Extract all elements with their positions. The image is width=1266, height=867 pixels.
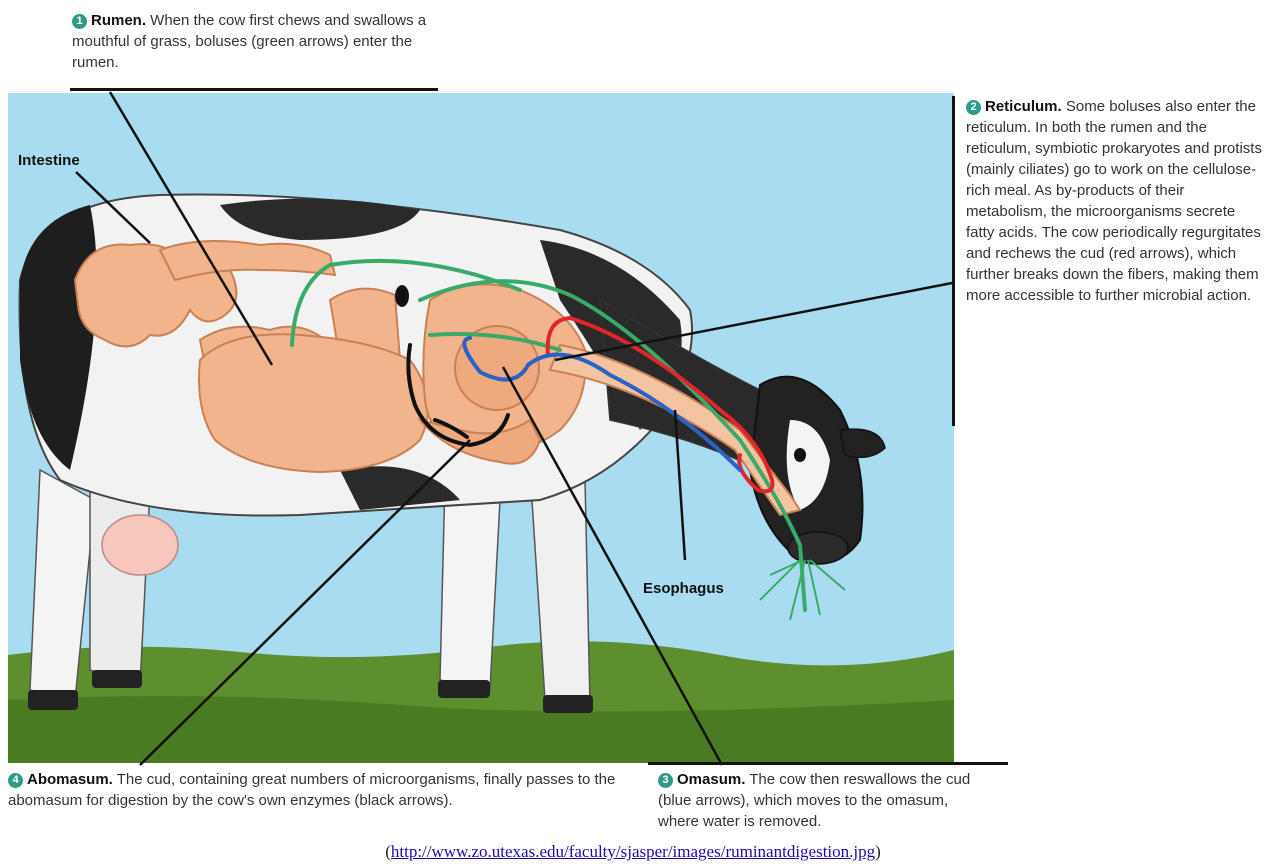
intestine-label: Intestine <box>18 152 80 169</box>
number-3-badge: 3 <box>658 773 673 788</box>
source-citation: (http://www.zo.utexas.edu/faculty/sjaspe… <box>0 842 1266 862</box>
rumen-caption: 1Rumen. When the cow first chews and swa… <box>72 10 452 73</box>
esophagus-label: Esophagus <box>643 580 724 597</box>
rumen-shape <box>199 334 428 472</box>
omasum-caption: 3Omasum. The cow then reswallows the cud… <box>658 769 988 832</box>
reticulum-caption-title: Reticulum. <box>985 98 1062 115</box>
reticulum-opening <box>395 285 409 307</box>
reticulum-caption-text: Some boluses also enter the reticulum. I… <box>966 98 1262 304</box>
rumen-caption-title: Rumen. <box>91 12 146 29</box>
source-link[interactable]: http://www.zo.utexas.edu/faculty/sjasper… <box>391 842 875 861</box>
reticulum-caption: 2 Reticulum. Some boluses also enter the … <box>966 96 1262 306</box>
reticulum-caption-rule <box>952 96 955 426</box>
number-2-badge: 2 <box>966 100 981 115</box>
number-1-badge: 1 <box>72 14 87 29</box>
rumen-caption-rule <box>70 88 438 91</box>
bottom-caption-rule <box>648 762 1008 765</box>
abomasum-caption: 4Abomasum. The cud, containing great num… <box>8 769 658 811</box>
omasum-caption-title: Omasum. <box>677 771 745 788</box>
abomasum-caption-title: Abomasum. <box>27 771 113 788</box>
number-4-badge: 4 <box>8 773 23 788</box>
